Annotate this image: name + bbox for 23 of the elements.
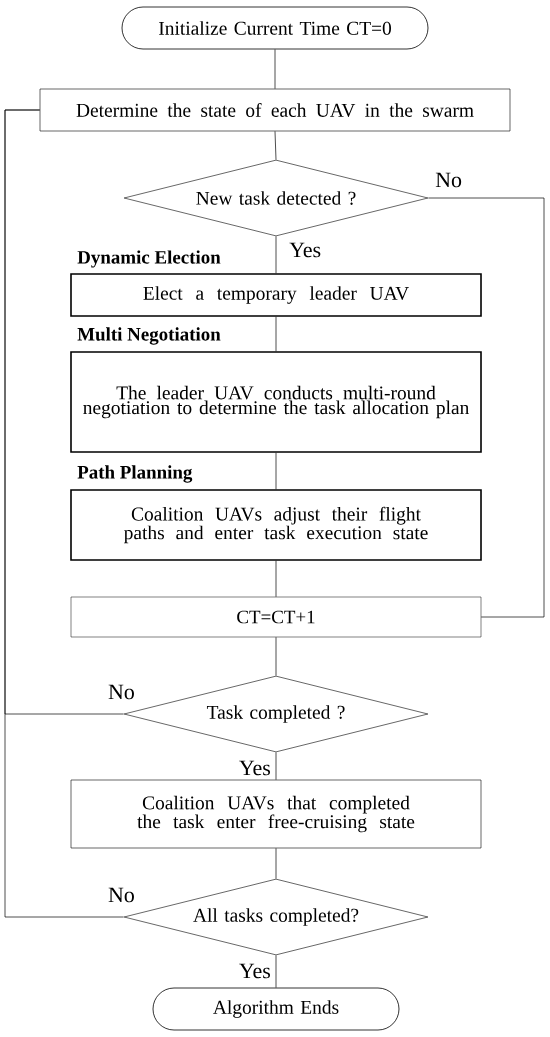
process-box: The leader UAV conducts multi-round negotiation to determine the task allocation plan — [70, 351, 482, 453]
process-box: Coalition UAVs adjust their flight paths and enter task execution state — [70, 489, 482, 561]
connector-line — [274, 49, 276, 90]
connector-line — [275, 751, 277, 781]
terminal-box: Algorithm Ends — [152, 987, 400, 1031]
connector-line — [275, 452, 277, 490]
process-box: CT=CT+1 — [70, 596, 482, 638]
connector-line — [275, 235, 277, 274]
process-box: Elect a temporary leader UAV — [70, 273, 482, 317]
connector-line — [275, 847, 277, 880]
connector-line — [427, 197, 545, 618]
terminal-box: Initialize Current Time CT=0 — [121, 6, 429, 50]
step-heading: Path Planning — [77, 465, 193, 483]
connector-line — [275, 316, 277, 352]
connector-line — [275, 636, 277, 677]
connector-line — [4, 109, 125, 918]
connector-line — [275, 954, 277, 988]
process-box: Coalition UAVs that completed the task enter free-cruising state — [70, 779, 482, 849]
connector-line — [274, 130, 277, 161]
step-heading: Multi Negotiation — [77, 327, 221, 345]
step-heading: Dynamic Election — [77, 250, 221, 268]
process-box: Determine the state of each UAV in the swarm — [39, 88, 511, 132]
connector-line — [275, 560, 277, 598]
